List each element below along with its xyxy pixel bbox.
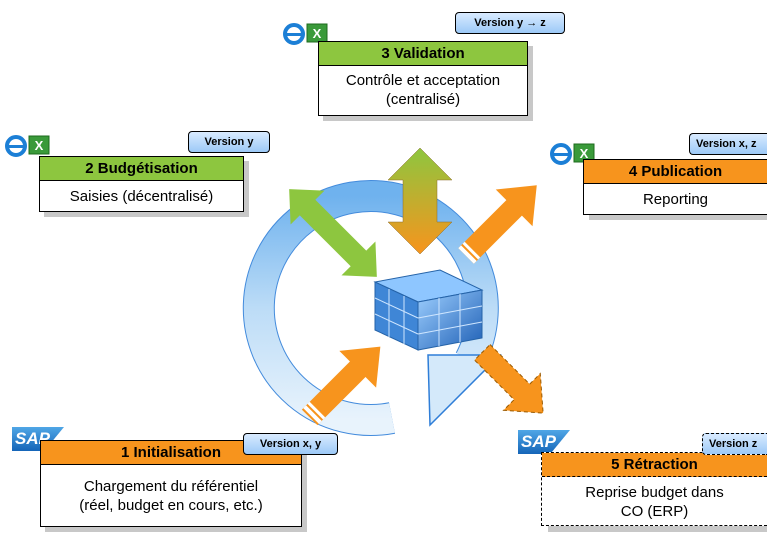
excel-icon [306,23,328,43]
step-description: (centralisé) [385,91,461,108]
version-badge: Version z [702,433,767,455]
step-initialisation-box: 1 Initialisation Chargement du référenti… [40,440,302,527]
ie-excel-icons: X [283,20,329,46]
budgetisation-double-arrow [289,189,377,277]
initialisation-arrow [301,346,381,426]
ie-excel-icons: X [550,140,596,166]
step-description: Reprise budget dans [585,484,724,501]
step-description: (réel, budget en cours, etc.) [79,497,263,514]
step-description: Saisies (décentralisé) [69,188,214,205]
step-description: CO (ERP) [620,503,689,520]
version-badge: Version x, z [689,133,767,155]
step-description: Chargement du référentiel [83,478,259,495]
step-title: 2 Budgétisation [40,157,243,181]
step-description: Reporting [642,191,709,208]
ie-icon: X [283,23,328,45]
step-title: 5 Rétraction [542,453,767,477]
step-publication-box: 4 Publication Reporting [583,159,767,215]
step-title: 3 Validation [319,42,527,66]
step-validation-box: 3 Validation Contrôle et acceptation (ce… [318,41,528,116]
step-retraction-box: 5 Rétraction Reprise budget dans CO (ERP… [541,452,767,526]
data-cube-icon [373,269,484,351]
ring-arrowhead [427,354,502,427]
svg-text:X: X [313,26,322,41]
retraction-arrow [473,343,544,414]
svg-text:X: X [35,138,44,153]
version-badge: Version y [188,131,270,153]
svg-text:X: X [580,146,589,161]
step-description: Contrôle et acceptation [345,72,501,89]
version-badge: Version x, y [243,433,338,455]
version-badge: Version y → z [455,12,565,34]
step-title: 4 Publication [584,160,767,184]
validation-double-arrow [387,147,453,255]
step-budgetisation-box: 2 Budgétisation Saisies (décentralisé) [39,156,244,212]
ie-excel-icons: X [5,132,51,158]
publication-arrow [458,185,537,264]
